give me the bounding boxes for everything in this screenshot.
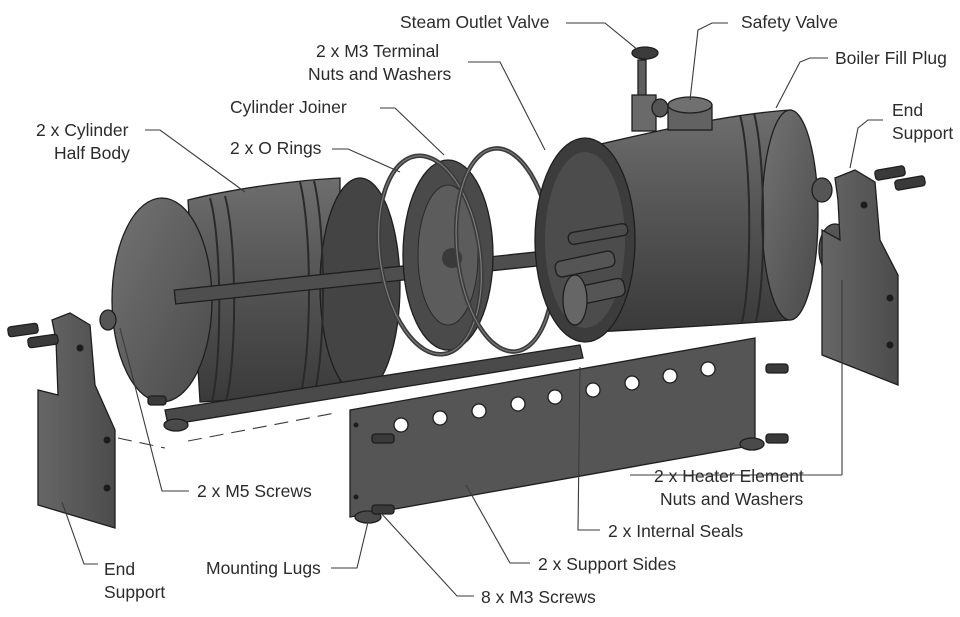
label-internal-seals: 2 x Internal Seals [608, 521, 743, 541]
right-cylinder-half-body [534, 109, 819, 343]
m3-screws [147, 363, 789, 515]
label-m5-screws: 2 x M5 Screws [197, 481, 312, 501]
left-end-support [37, 312, 116, 529]
label-cylinder-half-line1: 2 x Cylinder [36, 120, 129, 140]
left-end-support-screws [7, 309, 117, 349]
label-heater-nuts-line1: 2 x Heater Element [654, 466, 804, 486]
safety-valve [667, 96, 713, 131]
alignment-dash-line [117, 412, 336, 449]
label-end-support-left-line1: End [104, 559, 135, 579]
right-end-support [821, 169, 899, 386]
right-end-support-screws [874, 165, 926, 191]
leader-lines [61, 22, 883, 597]
label-end-support-right-line2: Support [892, 123, 953, 143]
label-steam-outlet-valve: Steam Outlet Valve [400, 12, 549, 32]
mounting-lugs [163, 418, 765, 524]
label-support-sides: 2 x Support Sides [538, 554, 676, 574]
label-end-support-right-line1: End [892, 100, 923, 120]
base-rail [164, 344, 584, 426]
o-rings [376, 146, 557, 357]
labels: Steam Outlet Valve Safety Valve 2 x M3 T… [36, 12, 953, 607]
label-cylinder-half-line2: Half Body [54, 143, 130, 163]
label-o-rings: 2 x O Rings [230, 138, 322, 158]
steam-outlet-valve [631, 46, 669, 132]
label-m3-screws: 8 x M3 Screws [481, 587, 596, 607]
label-mounting-lugs: Mounting Lugs [206, 558, 321, 578]
label-safety-valve: Safety Valve [741, 12, 838, 32]
internal-seals [554, 223, 629, 326]
label-heater-nuts-line2: Nuts and Washers [660, 489, 804, 509]
label-end-support-left-line2: Support [104, 582, 165, 602]
label-terminal-nuts-line1: 2 x M3 Terminal [316, 41, 439, 61]
label-boiler-fill-plug: Boiler Fill Plug [835, 48, 947, 68]
label-terminal-nuts-line2: Nuts and Washers [308, 64, 452, 84]
label-cylinder-joiner: Cylinder Joiner [230, 97, 347, 117]
